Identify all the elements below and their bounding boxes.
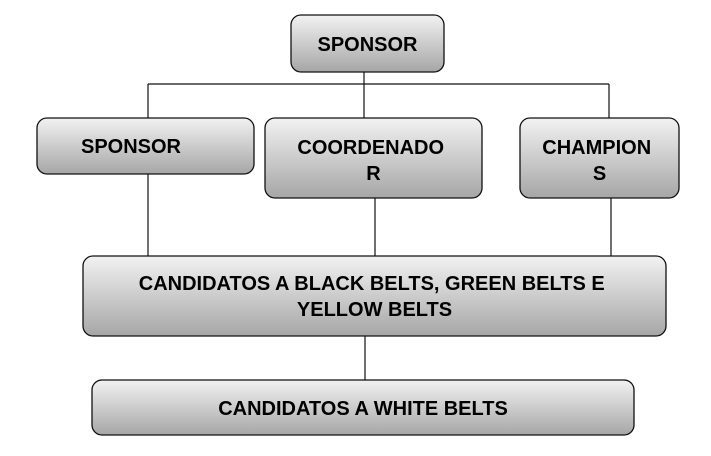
connector-lines	[147, 72, 612, 380]
node-candidatos-black-green-yellow-label: CANDIDATOS A BLACK BELTS, GREEN BELTS E …	[139, 273, 611, 321]
node-champions: CHAMPION S	[519, 117, 680, 199]
node-candidatos-white-line-1: CANDIDATOS A WHITE BELTS	[218, 398, 508, 420]
node-coordenador-line-2: R	[366, 163, 381, 185]
node-candidatos-black-green-yellow-line-1: CANDIDATOS A BLACK BELTS, GREEN BELTS E	[139, 273, 605, 295]
node-coordenador-label: COORDENADO R	[297, 137, 449, 185]
node-champions-line-1: CHAMPION	[542, 137, 651, 159]
node-coordenador-line-1: COORDENADO	[297, 137, 444, 159]
node-candidatos-white: CANDIDATOS A WHITE BELTS	[91, 379, 635, 436]
node-top-sponsor: SPONSOR	[290, 14, 445, 73]
node-champions-box	[519, 117, 680, 199]
node-sponsor: SPONSOR	[36, 117, 255, 175]
node-candidatos-black-green-yellow-box	[82, 255, 667, 337]
node-candidatos-black-green-yellow: CANDIDATOS A BLACK BELTS, GREEN BELTS E …	[82, 255, 667, 337]
node-coordenador-box	[264, 117, 483, 199]
node-top-sponsor-box	[290, 14, 445, 73]
node-sponsor-label: SPONSOR	[81, 136, 182, 158]
node-champions-label: CHAMPION S	[542, 137, 656, 185]
node-coordenador: COORDENADO R	[264, 117, 483, 199]
node-top-sponsor-line-1: SPONSOR	[317, 34, 418, 56]
node-top-sponsor-label: SPONSOR	[317, 34, 418, 56]
node-candidatos-white-box	[91, 379, 635, 436]
node-sponsor-box	[36, 117, 255, 175]
node-candidatos-black-green-yellow-line-2: YELLOW BELTS	[297, 299, 452, 321]
node-candidatos-white-label: CANDIDATOS A WHITE BELTS	[218, 398, 508, 420]
node-champions-line-2: S	[593, 163, 606, 185]
node-sponsor-line-1: SPONSOR	[81, 136, 182, 158]
